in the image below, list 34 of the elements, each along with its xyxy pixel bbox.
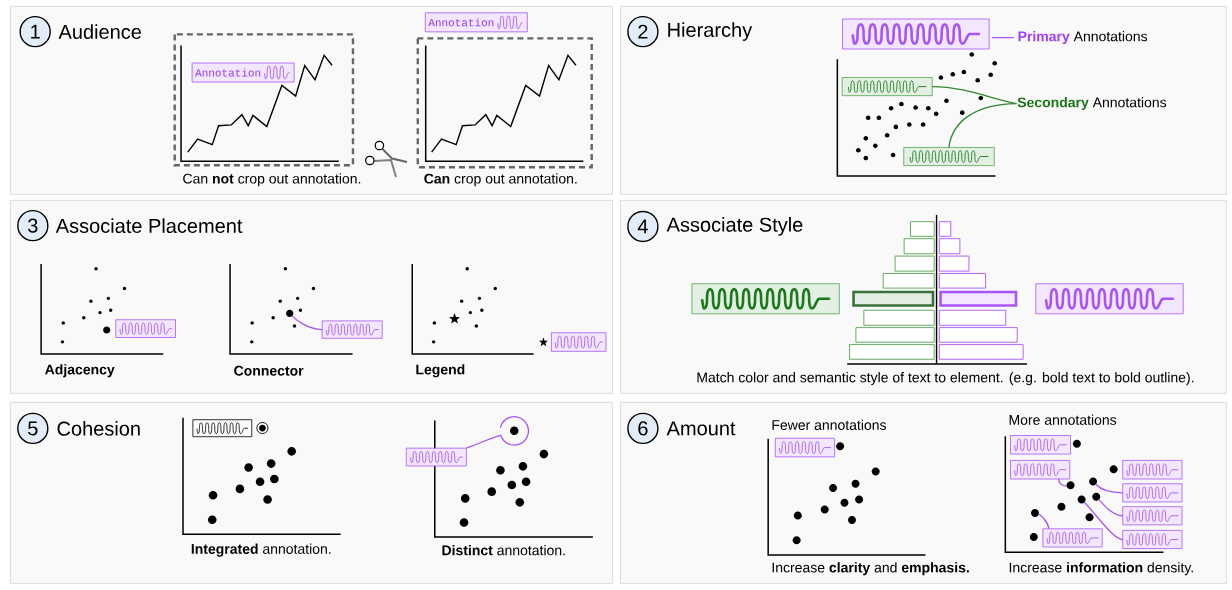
leader-line [991, 36, 1015, 39]
leader-line [931, 85, 1017, 105]
leader-line [948, 102, 1017, 148]
caption: Can crop out annotation. [424, 173, 577, 187]
annotation-box [691, 283, 840, 315]
annotation-label: Primary Annotations [1018, 31, 1148, 45]
annotation-box [903, 147, 995, 166]
panel-title: Hierarchy [668, 22, 753, 41]
caption: Adjacency [45, 364, 115, 378]
caption: Increase clarity and emphasis. [772, 562, 969, 576]
annotation-box: Annotation [191, 62, 295, 83]
caption: Match color and semantic style of text to element. (e.g. bold text to bold outline). [697, 372, 1194, 386]
panel-title: Audience [58, 24, 141, 39]
annotation-box [321, 320, 383, 339]
annotation-box [115, 319, 176, 338]
caption: Legend [416, 364, 465, 378]
annotation-label: Secondary Annotations [1017, 97, 1167, 111]
caption: Can not crop out annotation. [183, 173, 361, 187]
panel-title: Associate Placement [55, 218, 243, 233]
chart-title: More annotations [1009, 414, 1117, 425]
caption: Connector [234, 365, 304, 376]
caption: Integrated annotation. [191, 543, 331, 557]
caption: Distinct annotation. [442, 545, 565, 556]
annotation-box [1035, 283, 1184, 315]
leader-line [291, 315, 323, 331]
caption: Increase information density. [1009, 562, 1193, 576]
panel-title: Cohesion [57, 421, 140, 436]
annotation-box: Annotation [424, 12, 528, 33]
data-point [286, 309, 294, 317]
panel-title: Associate Style [666, 217, 803, 236]
annotation-box [842, 18, 990, 50]
panel-title: Amount [666, 421, 736, 436]
annotation-box [551, 332, 607, 352]
annotation-box [841, 77, 933, 97]
